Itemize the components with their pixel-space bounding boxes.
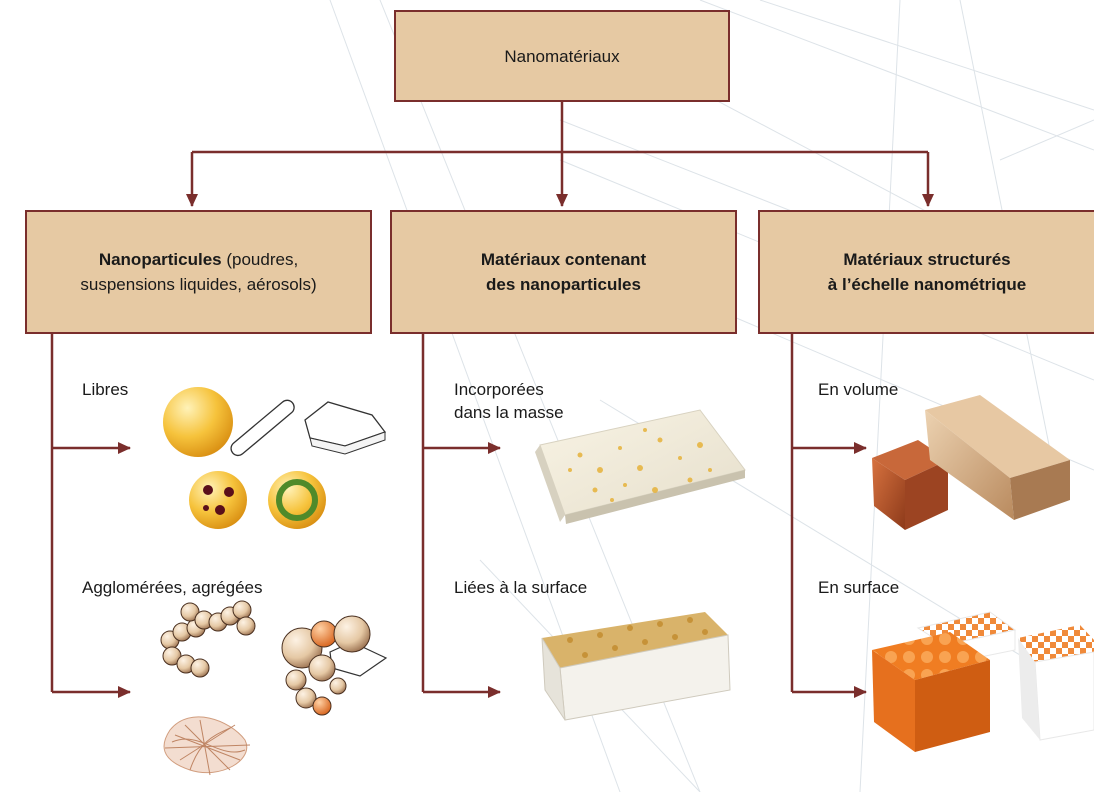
label-incorporees: Incorporées dans la masse [454, 378, 564, 424]
free-nanoparticles-illustration [163, 387, 387, 529]
category-b-line2: des nanoparticules [486, 275, 641, 294]
root-box: Nanomatériaux [394, 10, 730, 102]
root-label: Nanomatériaux [504, 46, 620, 66]
category-box-materiaux-contenant: Matériaux contenant des nanoparticules [390, 210, 737, 334]
sphere-particle [163, 387, 233, 457]
doped-particle [189, 471, 247, 529]
category-box-nanoparticules: Nanoparticules (poudres, suspensions liq… [25, 210, 372, 334]
label-libres: Libres [82, 380, 129, 399]
fibrous-cluster [163, 716, 251, 776]
tube-particle [230, 399, 295, 457]
label-liees-surface: Liées à la surface [454, 578, 588, 597]
surface-structured-illustration [872, 611, 1094, 752]
category-a-line2: suspensions liquides, aérosols) [80, 275, 317, 294]
label-agglomerees: Agglomérées, agrégées [82, 578, 263, 597]
category-b-line1: Matériaux contenant [480, 250, 647, 269]
label-en-surface: En surface [818, 578, 900, 597]
category-a-bold: Nanoparticules [98, 250, 222, 269]
category-c-line2: à l’échelle nanométrique [827, 275, 1027, 294]
embedded-block-illustration [535, 409, 746, 524]
label-incorporees-line2: dans la masse [454, 403, 564, 422]
agglomerated-illustration [160, 600, 388, 776]
label-en-volume: En volume [818, 380, 899, 399]
category-box-materiaux-structures: Matériaux structurés à l’échelle nanomét… [758, 210, 1094, 334]
category-a-rest: (poudres, [221, 250, 299, 269]
bulk-structured-illustration [872, 395, 1070, 530]
label-incorporees-line1: Incorporées [454, 380, 544, 399]
surface-bound-block-illustration [541, 612, 731, 721]
category-c-line1: Matériaux structurés [843, 250, 1011, 269]
